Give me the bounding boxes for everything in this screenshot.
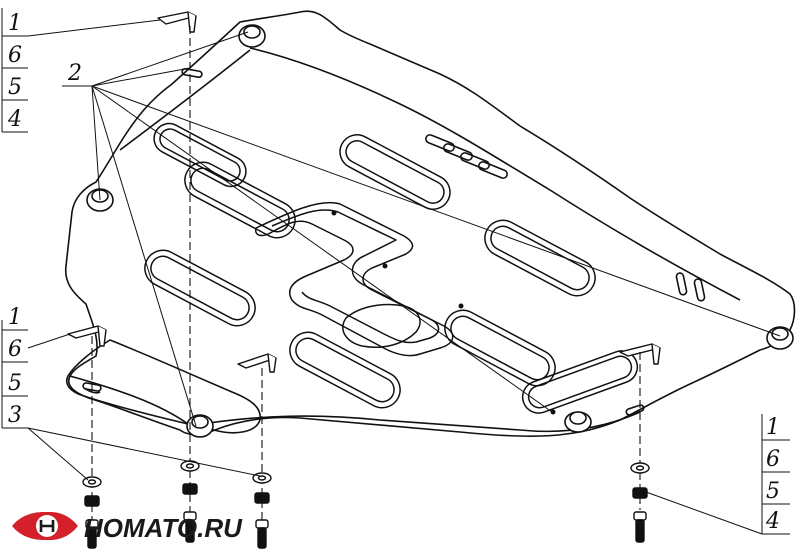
callout-stack-top-left: 1 6 5 4	[1, 8, 28, 133]
slot-4	[484, 219, 596, 297]
callout-3: 3	[8, 403, 22, 428]
boss-right	[766, 326, 794, 350]
washer-190	[180, 460, 200, 472]
brand-watermark: HOMATO.RU	[12, 512, 243, 543]
boss-bottom-right	[564, 411, 592, 433]
callout-6-right: 6	[766, 447, 780, 472]
nut-262	[254, 492, 270, 504]
boss-top	[238, 24, 266, 48]
callout-stack-mid-left: 1 6 5 3	[1, 305, 28, 429]
skid-plate	[64, 10, 796, 437]
small-holes	[331, 210, 556, 415]
bolt-640	[633, 511, 647, 543]
nut-190	[182, 483, 198, 495]
slot-6	[289, 331, 401, 409]
hardware	[82, 460, 650, 549]
fastener-clips	[67, 11, 661, 373]
boss-bottom-left	[186, 414, 214, 438]
slot-5	[144, 249, 256, 327]
stamped-slots	[144, 122, 639, 414]
brand-text: HOMATO.RU	[84, 513, 243, 543]
bolt-92	[85, 519, 99, 549]
fastener-axes	[91, 26, 641, 540]
nut-92	[84, 495, 100, 507]
washer-640	[630, 462, 650, 474]
callout-5: 5	[8, 75, 22, 100]
clip-mid	[237, 353, 277, 373]
slot-1	[153, 122, 247, 188]
clip-left	[67, 325, 107, 347]
leader-lines	[27, 19, 781, 535]
nut-640	[632, 487, 648, 499]
center-emboss	[254, 201, 454, 357]
callout-2: 2	[67, 61, 82, 86]
brand-logo-icon	[12, 512, 78, 540]
callout-6-mid: 6	[8, 337, 22, 362]
slot-3	[339, 134, 451, 210]
callout-6: 6	[8, 43, 22, 68]
callout-5-mid: 5	[8, 371, 22, 396]
callout-1: 1	[8, 11, 22, 36]
bolt-190	[183, 511, 197, 543]
callout-stack-right: 1 6 5 4	[761, 414, 790, 535]
slot-8	[521, 350, 639, 414]
callout-4: 4	[7, 107, 22, 132]
callout-1-mid: 1	[8, 305, 22, 330]
vent-slits	[82, 67, 706, 416]
clip-right	[619, 343, 661, 365]
callout-5-right: 5	[766, 479, 780, 504]
callout-1-right: 1	[766, 415, 780, 440]
callout-2-group: 2	[62, 61, 92, 87]
washer-262	[252, 472, 272, 484]
slot-7	[444, 309, 556, 387]
bolt-262	[255, 519, 269, 549]
callout-4-right: 4	[765, 509, 780, 534]
